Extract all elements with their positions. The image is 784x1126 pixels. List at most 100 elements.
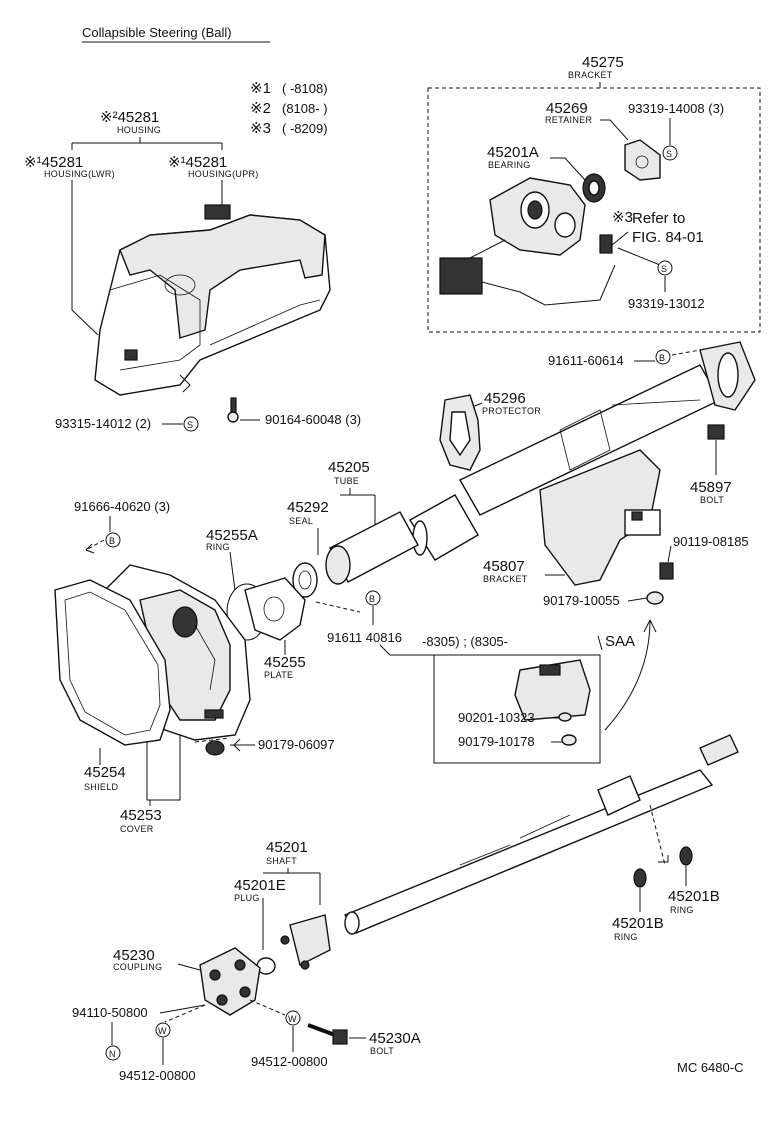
cover-shield-assembly [54, 564, 251, 746]
yoke-pin-2 [300, 960, 310, 970]
leader-range [379, 644, 434, 656]
leader-91611b-dash [315, 601, 361, 613]
saa-arrow-head [643, 619, 657, 633]
shaft-line [459, 844, 511, 866]
label-45255a-sub: RING [206, 542, 230, 552]
symbol-b-text-2: B [109, 536, 115, 546]
label-45292-sub: SEAL [289, 516, 313, 526]
leader-ref [611, 231, 629, 246]
coupling-pin-3 [216, 994, 228, 1006]
label-ref-mark: ※3 [612, 209, 633, 226]
washer-90201-icon [558, 712, 572, 722]
ring-45201b-icon [633, 868, 647, 888]
nut-90179c-icon [205, 740, 225, 756]
label-45230: 45230 [113, 947, 155, 964]
leader-45201a [550, 157, 586, 181]
diagram-title: Collapsible Steering (Ball) [82, 25, 232, 40]
label-45201b-1-sub: RING [670, 905, 694, 915]
symbol-b-icon [655, 349, 671, 365]
symbol-s-text-2: S [666, 149, 672, 159]
seal-bore [298, 570, 312, 590]
connector-icon [439, 257, 483, 295]
label-45255a: 45255A [206, 527, 258, 544]
label-45201a: 45201A [487, 144, 539, 161]
lock-housing-icon [439, 177, 616, 306]
label-45201a-sub: BEARING [488, 160, 531, 170]
shaft-spline [699, 734, 739, 766]
label-refer-to: Refer to [632, 210, 685, 227]
housing-rib [209, 299, 321, 346]
housing-upper [119, 214, 326, 339]
plate-hole [263, 596, 285, 622]
leader-93319b-top [617, 247, 661, 266]
bolt-45897-icon [707, 424, 725, 440]
shield-45254-icon [54, 579, 171, 746]
legend-range-2: (8108- ) [282, 101, 328, 116]
bearing-bore [588, 180, 600, 196]
label-90119-08185: 90119-08185 [673, 534, 749, 549]
label-45201e: 45201E [234, 877, 286, 894]
label-91611-60614: 91611-60614 [548, 353, 624, 368]
coupling-pin-4 [239, 986, 251, 998]
symbol-b-icon-3 [365, 590, 381, 606]
saa-bracket-nut [539, 664, 561, 676]
tube-end [325, 545, 351, 585]
label-45205-sub: TUBE [334, 476, 359, 486]
housing-assembly [94, 204, 331, 396]
label-45292: 45292 [287, 499, 329, 516]
label-saa: SAA [605, 633, 635, 650]
label-45201-sub: SHAFT [266, 856, 297, 866]
label-45254: 45254 [84, 764, 126, 781]
bolt-45230a-shank [307, 1023, 336, 1037]
label-45201b-1: 45201B [668, 888, 720, 905]
arrow-90179c [233, 738, 241, 752]
symbol-n-text: N [109, 1049, 116, 1059]
symbol-w-text: W [158, 1026, 167, 1036]
leader-45230 [177, 963, 201, 971]
label-45897-sub: BOLT [700, 495, 724, 505]
housing-clip [124, 349, 138, 361]
cover-ridge [194, 624, 216, 691]
leader-91611a-dash [671, 349, 701, 356]
coupling-disc [199, 947, 261, 1016]
label-45897: 45897 [690, 479, 732, 496]
label-45807-sub: BRACKET [483, 574, 528, 584]
label-45296: 45296 [484, 390, 526, 407]
housing-bracket-line [71, 137, 223, 150]
label-45201b-2-sub: RING [614, 932, 638, 942]
saa-bracket-icon [514, 659, 591, 721]
lock-bore-inner [527, 200, 543, 220]
label-45253-sub: COVER [120, 824, 154, 834]
shaft-end [344, 911, 360, 935]
symbol-s-icon-3 [657, 260, 673, 276]
label-45275-sub: BRACKET [568, 70, 613, 80]
label-housing-upr: ※¹45281 [168, 154, 227, 171]
column-tube-assembly [409, 341, 756, 586]
seal-icon [292, 562, 318, 598]
leader-91666-dash [85, 539, 105, 551]
cover-boss [172, 606, 198, 638]
symbol-w-icon [155, 1022, 171, 1038]
legend-mark-3: ※3 [250, 120, 271, 137]
symbol-s-text: S [187, 420, 193, 430]
leader-90179c-dash [194, 737, 231, 743]
label-45201b-2: 45201B [612, 915, 664, 932]
steering-shaft-icon [280, 734, 739, 970]
protector-inner [449, 411, 471, 457]
arrow-91666 [85, 543, 95, 554]
bolt-45230a-icon [332, 1029, 348, 1045]
shaft-main [343, 769, 714, 934]
label-45807: 45807 [483, 558, 525, 575]
leader-90179a [627, 597, 648, 602]
label-90201-10323: 90201-10323 [458, 710, 535, 725]
housing-boss [164, 274, 196, 296]
symbol-b-text: B [659, 353, 665, 363]
legend: ※1 ( -8108) ※2 (8108- ) ※3 ( -8209) [250, 80, 328, 137]
label-45269-sub: RETAINER [545, 115, 592, 125]
cover-clip [204, 709, 224, 719]
tube-clamp [559, 409, 611, 471]
label-45201: 45201 [266, 839, 308, 856]
symbol-b-text-3: B [369, 594, 375, 604]
leader-90119 [667, 545, 672, 563]
